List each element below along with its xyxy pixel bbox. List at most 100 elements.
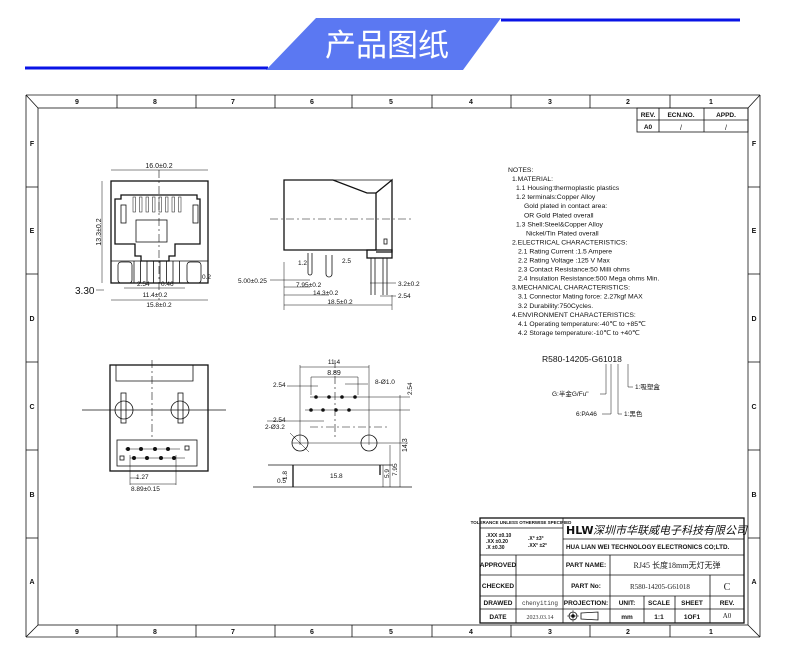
code-one-b: 1:黑色	[624, 409, 643, 418]
column-label: 3	[548, 629, 552, 636]
row-label: B	[751, 492, 756, 499]
rev-value: A0	[723, 612, 732, 620]
note-line: 2.3 Contact Resistance:50 Milli ohms	[518, 267, 630, 274]
shield-leg	[117, 261, 133, 284]
tol-angle-2: .XX° ±2°	[528, 543, 547, 549]
sheet-label: SHEET	[681, 600, 703, 607]
part-code-legend: R580-14205-G61018 G:半金G/Fu" 6:PA46 1:吸塑盒…	[542, 354, 660, 418]
note-line: OR Gold Plated overall	[524, 212, 594, 219]
scale-value: 1:1	[654, 614, 664, 621]
column-label: 1	[709, 629, 713, 636]
dim-side-8: 2.54	[398, 293, 411, 300]
column-label: 8	[153, 629, 157, 636]
note-line: Nickel/Tin Plated overall	[526, 230, 599, 237]
note-line: 1.2 terminals:Copper Alloy	[516, 194, 596, 201]
column-label: 8	[153, 99, 157, 106]
note-line: 1.1 Housing:thermoplastic plastics	[516, 185, 620, 192]
row-label: A	[29, 579, 34, 586]
projection-symbol-icon	[567, 610, 599, 622]
appd-value: /	[725, 125, 727, 132]
dim-pcb-9: 7.95	[392, 463, 399, 476]
drawed-label: DRAWED	[484, 600, 513, 607]
date-value: 2023.03.14	[527, 615, 554, 621]
note-line: 3.1 Connector Mating force: 2.27kgf MAX	[518, 294, 643, 301]
tol-line-3: .X ±0.30	[486, 545, 505, 551]
tolerance-title: TOLERANCE UNLESS OTHERWISE SPECIFIED	[471, 520, 573, 525]
row-label: E	[30, 228, 35, 235]
dim-side-5: 14.3±0.2	[313, 290, 339, 297]
column-label: 4	[469, 99, 473, 106]
checked-label: CHECKED	[482, 583, 514, 590]
note-line: 2.ELECTRICAL CHARACTERISTICS:	[512, 239, 627, 246]
note-line: 4.ENVIRONMENT CHARACTERISTICS:	[512, 312, 636, 319]
note-line: 4.2 Storage temperature:-10℃ to +40℃	[518, 330, 640, 337]
dim-pin-width: 0.46	[161, 281, 174, 288]
revision-table: REV. ECN.NO. APPD. A0 / /	[636, 107, 749, 133]
scale-label: SCALE	[648, 600, 671, 607]
title-banner	[266, 18, 501, 70]
contact-pin	[132, 196, 136, 213]
column-label: 7	[231, 629, 235, 636]
page-title: 产品图纸	[325, 28, 449, 64]
contact-pin	[152, 196, 156, 213]
row-label: B	[29, 492, 34, 499]
part-name-label: PART NAME:	[566, 562, 606, 569]
approved-label: APPROVED	[480, 562, 517, 569]
unit-label: UNIT:	[619, 600, 636, 607]
part-no-value: R580-14205-G61018	[630, 583, 690, 591]
dim-pcb-10: 5.9	[384, 469, 391, 478]
title-block: TOLERANCE UNLESS OTHERWISE SPECIFIED .XX…	[471, 517, 748, 624]
dim-side-4: 7.95±0.2	[296, 282, 322, 289]
dim-pcb-1: 11.4	[328, 359, 341, 366]
dim-width: 16.0±0.2	[145, 163, 172, 170]
code-g: G:半金G/Fu"	[552, 389, 589, 398]
contact-pin	[178, 196, 182, 213]
contact-pin	[158, 196, 162, 213]
ecn-value: /	[680, 125, 682, 132]
note-line: Gold plated in contact area:	[524, 203, 607, 210]
dim-pcb-6: 2-Ø3.2	[265, 424, 285, 431]
contact-pin	[171, 196, 175, 213]
company-logo: HLW	[566, 524, 594, 537]
note-line: 1.3 Shell:Steel&Copper Alloy	[516, 221, 604, 228]
date-label: DATE	[489, 614, 507, 621]
contact-pin	[139, 196, 143, 213]
note-line: 1.MATERIAL:	[512, 176, 553, 183]
column-label: 3	[548, 99, 552, 106]
column-label: 5	[389, 99, 393, 106]
note-line: 4.1 Operating temperature:-40℃ to +85℃	[518, 321, 646, 328]
shield-leg	[186, 261, 202, 284]
dim-pcb-2: 8.89	[327, 370, 341, 377]
dim-pcb-8: 14.3	[402, 438, 409, 452]
sheet-size: C	[724, 582, 731, 593]
row-label: F	[752, 141, 757, 148]
row-label: C	[751, 404, 756, 411]
row-label: C	[29, 404, 34, 411]
column-label: 2	[626, 629, 630, 636]
dim-side-2: 2.5	[342, 258, 351, 265]
code-six: 6:PA46	[576, 411, 597, 418]
rev-label: REV.	[720, 600, 735, 607]
note-line: NOTES:	[508, 167, 533, 174]
dim-pcb-7: 2.54	[407, 382, 414, 395]
row-label: A	[751, 579, 756, 586]
page-header: 产品图纸	[25, 18, 740, 70]
dim-pcb-3: 2.54	[273, 382, 286, 389]
row-label: F	[30, 141, 35, 148]
dim-pitch: 2.54	[137, 281, 150, 288]
dim-side-1: 1.2	[298, 260, 307, 267]
dim-bottom-2: 8.89±0.15	[131, 486, 160, 493]
note-line: 2.1 Rating Current :1.5 Ampere	[518, 248, 612, 255]
dim-offset: 0.2	[202, 274, 211, 281]
row-label: D	[751, 316, 756, 323]
rev-value: A0	[644, 124, 653, 131]
unit-value: mm	[621, 614, 633, 621]
column-label: 2	[626, 99, 630, 106]
dim-span-2: 15.8±0.2	[146, 302, 172, 309]
sheet-value: 1OF1	[684, 614, 701, 621]
tol-line-2: .XX ±0.20	[486, 539, 508, 545]
column-label: 1	[709, 99, 713, 106]
dim-pcb-11: 15.8	[330, 473, 343, 480]
